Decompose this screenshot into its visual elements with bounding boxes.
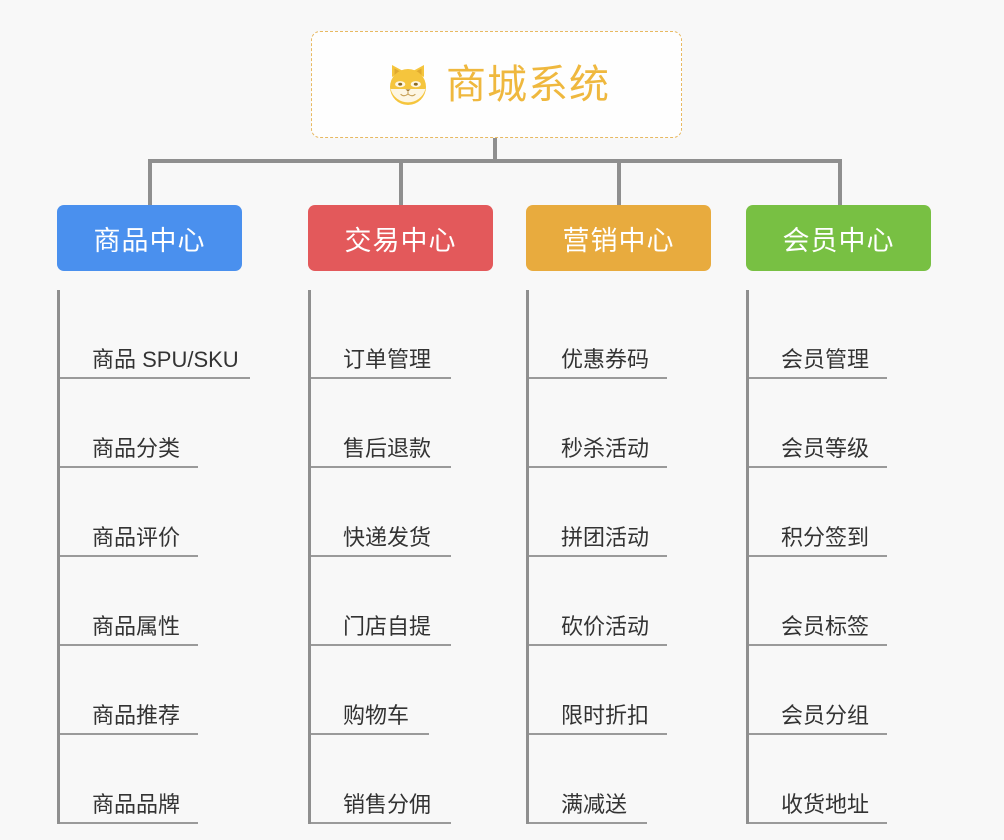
branch-header-1[interactable]: 交易中心	[308, 205, 493, 271]
root-node-card[interactable]: 商城系统	[311, 31, 682, 138]
list-item-rule	[749, 466, 887, 468]
connector-trunk	[493, 138, 497, 162]
list-item[interactable]: 商品推荐	[60, 646, 242, 735]
list-item-label: 订单管理	[343, 347, 432, 372]
list-item[interactable]: 拼团活动	[529, 468, 711, 557]
branch-header-0[interactable]: 商品中心	[57, 205, 242, 271]
list-item-label: 积分签到	[781, 525, 870, 550]
list-item-label: 会员标签	[781, 614, 870, 639]
list-item-label: 商品分类	[92, 436, 181, 461]
list-item-label: 售后退款	[343, 436, 432, 461]
list-item-label: 会员管理	[781, 347, 870, 372]
branch-items-3: 会员管理 会员等级 积分签到 会员标签 会员分组 收货地址	[746, 290, 931, 824]
list-item[interactable]: 满减送	[529, 735, 711, 824]
list-item-rule	[311, 733, 429, 735]
list-item[interactable]: 积分签到	[749, 468, 931, 557]
list-item-rule	[311, 466, 451, 468]
branch-column-2: 营销中心 优惠券码 秒杀活动 拼团活动 砍价活动 限时折扣 满减送	[526, 205, 711, 824]
list-item[interactable]: 商品分类	[60, 379, 242, 468]
branch-column-3: 会员中心 会员管理 会员等级 积分签到 会员标签 会员分组 收货地址	[746, 205, 931, 824]
list-item[interactable]: 销售分佣	[311, 735, 493, 824]
list-item-label: 秒杀活动	[561, 436, 650, 461]
branch-title-1: 交易中心	[344, 225, 457, 256]
list-item-label: 限时折扣	[561, 703, 650, 728]
list-item[interactable]: 优惠券码	[529, 290, 711, 379]
branch-title-0: 商品中心	[93, 225, 206, 256]
list-item-label: 销售分佣	[343, 792, 432, 817]
list-item[interactable]: 门店自提	[311, 557, 493, 646]
list-item[interactable]: 订单管理	[311, 290, 493, 379]
list-item-label: 商品评价	[92, 525, 181, 550]
list-item[interactable]: 快递发货	[311, 468, 493, 557]
list-item[interactable]: 商品属性	[60, 557, 242, 646]
list-item-rule	[529, 466, 667, 468]
list-item-label: 会员分组	[781, 703, 870, 728]
list-item-rule	[311, 555, 451, 557]
list-item-label: 满减送	[561, 792, 628, 817]
list-item-rule	[749, 555, 887, 557]
list-item[interactable]: 商品 SPU/SKU	[60, 290, 250, 379]
connector-drop-1	[148, 159, 152, 205]
list-item[interactable]: 收货地址	[749, 735, 931, 824]
list-item[interactable]: 会员管理	[749, 290, 931, 379]
list-item-rule	[529, 822, 647, 824]
list-item[interactable]: 会员标签	[749, 557, 931, 646]
list-item-rule	[749, 644, 887, 646]
list-item-label: 商品推荐	[92, 703, 181, 728]
branch-header-2[interactable]: 营销中心	[526, 205, 711, 271]
list-item-label: 收货地址	[781, 792, 870, 817]
root-node-title: 商城系统	[446, 62, 610, 107]
branch-items-2: 优惠券码 秒杀活动 拼团活动 砍价活动 限时折扣 满减送	[526, 290, 711, 824]
connector-drop-4	[838, 159, 842, 205]
list-item-rule	[60, 377, 250, 379]
connector-drop-3	[617, 159, 621, 205]
list-item[interactable]: 购物车	[311, 646, 493, 735]
root-node-content: 商城系统	[383, 60, 610, 110]
branch-column-1: 交易中心 订单管理 售后退款 快递发货 门店自提 购物车 销售分佣	[308, 205, 493, 824]
list-item[interactable]: 限时折扣	[529, 646, 711, 735]
list-item-label: 商品品牌	[92, 792, 181, 817]
list-item-label: 优惠券码	[561, 347, 650, 372]
list-item-label: 拼团活动	[561, 525, 650, 550]
list-item-label: 快递发货	[343, 525, 432, 550]
list-item-rule	[529, 377, 667, 379]
list-item-rule	[60, 466, 198, 468]
list-item[interactable]: 砍价活动	[529, 557, 711, 646]
branch-column-0: 商品中心 商品 SPU/SKU 商品分类 商品评价 商品属性 商品推荐 商品品牌	[57, 205, 250, 824]
connector-bus	[148, 159, 842, 163]
list-item[interactable]: 商品评价	[60, 468, 242, 557]
list-item[interactable]: 秒杀活动	[529, 379, 711, 468]
list-item-rule	[529, 733, 667, 735]
list-item-rule	[60, 822, 198, 824]
list-item-rule	[60, 644, 198, 646]
list-item-label: 购物车	[343, 703, 410, 728]
list-item-label: 砍价活动	[561, 614, 650, 639]
branch-items-0: 商品 SPU/SKU 商品分类 商品评价 商品属性 商品推荐 商品品牌	[57, 290, 250, 824]
list-item[interactable]: 会员分组	[749, 646, 931, 735]
list-item-label: 商品属性	[92, 614, 181, 639]
branch-items-1: 订单管理 售后退款 快递发货 门店自提 购物车 销售分佣	[308, 290, 493, 824]
list-item[interactable]: 售后退款	[311, 379, 493, 468]
list-item-rule	[60, 733, 198, 735]
list-item-rule	[749, 733, 887, 735]
list-item-rule	[749, 822, 887, 824]
list-item-rule	[311, 644, 451, 646]
list-item-rule	[529, 644, 667, 646]
list-item-rule	[60, 555, 198, 557]
list-item[interactable]: 商品品牌	[60, 735, 242, 824]
connector-drop-2	[399, 159, 403, 205]
branch-title-2: 营销中心	[562, 225, 675, 256]
list-item-label: 门店自提	[343, 614, 432, 639]
list-item-rule	[529, 555, 667, 557]
list-item-rule	[311, 377, 451, 379]
list-item-rule	[311, 822, 451, 824]
branch-header-3[interactable]: 会员中心	[746, 205, 931, 271]
branch-title-3: 会员中心	[782, 225, 895, 256]
list-item-label: 商品 SPU/SKU	[92, 347, 239, 372]
shiba-dog-icon	[383, 60, 433, 110]
list-item-label: 会员等级	[781, 436, 870, 461]
list-item-rule	[749, 377, 887, 379]
list-item[interactable]: 会员等级	[749, 379, 931, 468]
